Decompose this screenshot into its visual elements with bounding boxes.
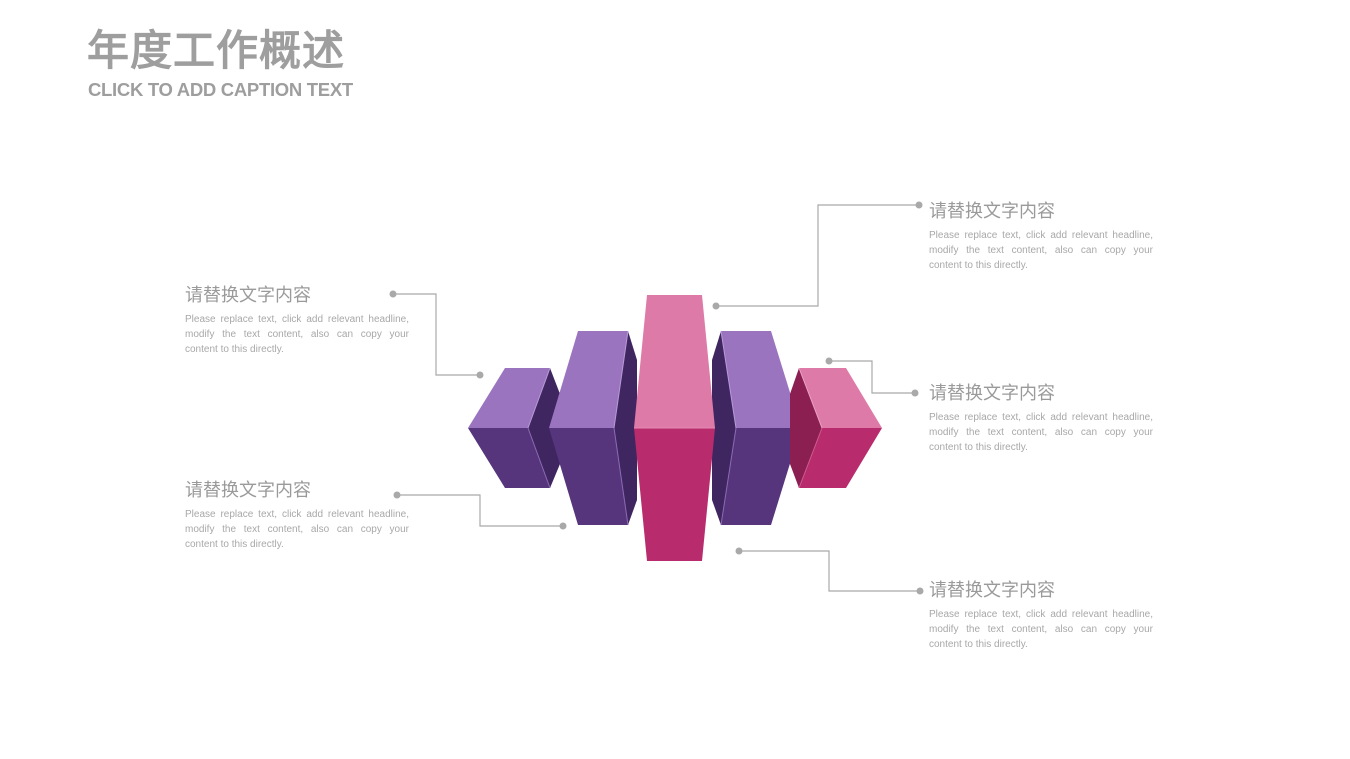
block-body: Please replace text, click add relevant … xyxy=(929,412,1153,453)
block-body: Please replace text, click add relevant … xyxy=(929,609,1153,650)
dot-icon xyxy=(559,522,567,530)
page-subtitle: CLICK TO ADD CAPTION TEXT xyxy=(88,79,353,100)
text-block-right-middle[interactable]: 请替换文字内容 Please replace text, click add r… xyxy=(929,383,1153,455)
block-heading: 请替换文字内容 xyxy=(185,285,311,306)
right-small-box[interactable] xyxy=(790,367,882,489)
dot-icon xyxy=(825,357,833,365)
dot-icon xyxy=(735,547,743,555)
connector-left-bottom xyxy=(397,494,563,527)
dot-icon xyxy=(476,371,484,379)
right-tall-box[interactable] xyxy=(712,330,801,526)
connector-right-top xyxy=(716,204,919,307)
connector-right-bottom xyxy=(739,550,920,592)
connector-right-middle xyxy=(829,360,915,394)
block-heading: 请替换文字内容 xyxy=(929,580,1055,601)
text-block-right-top[interactable]: 请替换文字内容 Please replace text, click add r… xyxy=(929,201,1153,273)
left-small-box[interactable] xyxy=(468,367,560,489)
block-body: Please replace text, click add relevant … xyxy=(185,509,409,550)
dot-icon xyxy=(916,587,924,595)
center-column[interactable] xyxy=(634,295,715,561)
dot-icon xyxy=(389,290,397,298)
connector-left-top xyxy=(393,293,480,376)
text-block-right-bottom[interactable]: 请替换文字内容 Please replace text, click add r… xyxy=(929,580,1153,652)
block-body: Please replace text, click add relevant … xyxy=(185,314,409,355)
dot-icon xyxy=(911,389,919,397)
page-title: 年度工作概述 xyxy=(87,26,346,75)
block-heading: 请替换文字内容 xyxy=(929,383,1055,404)
text-block-left-top[interactable]: 请替换文字内容 Please replace text, click add r… xyxy=(185,285,409,357)
block-heading: 请替换文字内容 xyxy=(185,480,311,501)
block-body: Please replace text, click add relevant … xyxy=(929,230,1153,271)
dot-icon xyxy=(712,302,720,310)
dot-icon xyxy=(393,491,401,499)
connector-lines xyxy=(393,204,920,592)
text-block-left-bottom[interactable]: 请替换文字内容 Please replace text, click add r… xyxy=(185,480,409,552)
dot-icon xyxy=(915,201,923,209)
left-tall-box[interactable] xyxy=(549,330,637,526)
connector-dots xyxy=(389,201,924,595)
block-heading: 请替换文字内容 xyxy=(929,201,1055,222)
